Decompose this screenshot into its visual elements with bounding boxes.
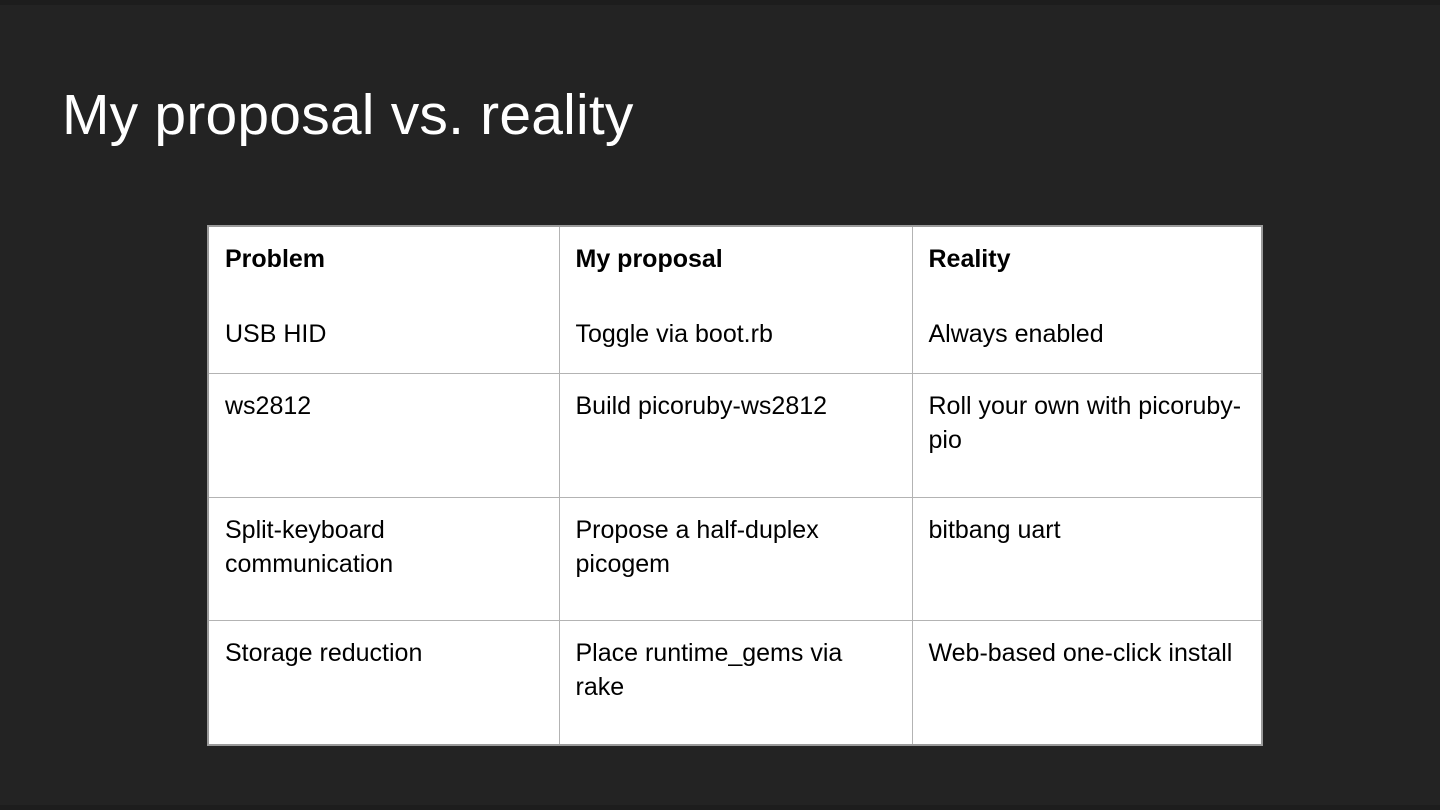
table-row: ws2812 Build picoruby-ws2812 Roll your o… [209, 373, 1261, 498]
slide-top-edge-bar [0, 0, 1440, 5]
cell-problem: Storage reduction [209, 620, 560, 744]
cell-reality: Web-based one-click install [928, 639, 1233, 668]
table-header: Problem My proposal Reality [209, 227, 1261, 302]
table-row: Split-keyboard communication Propose a h… [209, 497, 1261, 622]
column-header-reality: Reality [928, 245, 1011, 273]
table-header-row: Problem My proposal Reality [209, 227, 1261, 302]
comparison-table-container: Problem My proposal Reality USB HID Togg… [207, 225, 1263, 746]
cell-reality: Roll your own with picoruby-pio [912, 373, 1261, 498]
cell-problem: ws2812 [209, 373, 560, 498]
table-row: USB HID Toggle via boot.rb Always enable… [209, 302, 1261, 375]
column-header-proposal: My proposal [559, 227, 913, 302]
slide-bottom-edge-bar [0, 805, 1440, 810]
cell-proposal: Place runtime_gems via rake [559, 620, 913, 744]
cell-proposal: Build picoruby-ws2812 [559, 373, 913, 498]
column-header-problem: Problem [209, 227, 560, 302]
cell-problem: Split-keyboard communication [209, 497, 560, 622]
cell-proposal: Propose a half-duplex picogem [559, 497, 913, 622]
cell-proposal: Toggle via boot.rb [559, 302, 913, 375]
page-title: My proposal vs. reality [62, 83, 634, 147]
cell-reality: Always enabled [912, 302, 1261, 375]
cell-reality: bitbang uart [912, 497, 1261, 622]
table-body: USB HID Toggle via boot.rb Always enable… [209, 302, 1261, 744]
cell-problem: USB HID [209, 302, 560, 375]
table-row: Storage reduction Place runtime_gems via… [209, 620, 1261, 744]
comparison-table: Problem My proposal Reality USB HID Togg… [209, 227, 1261, 744]
